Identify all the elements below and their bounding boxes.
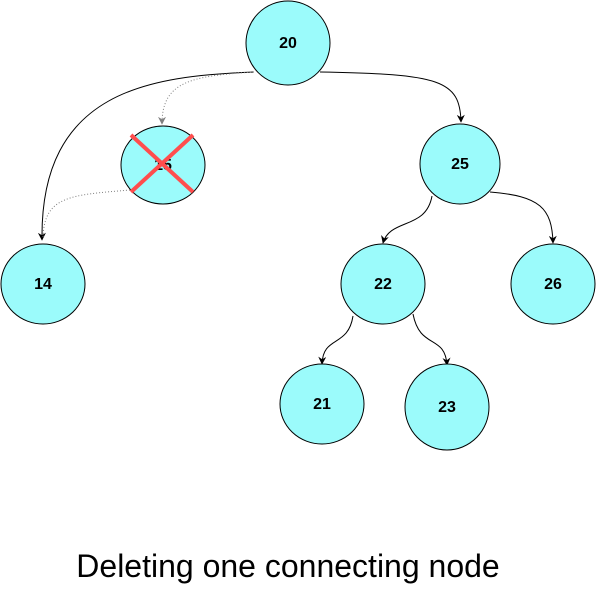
edge-25-26 [489, 191, 557, 244]
node-label: 23 [438, 399, 456, 416]
node-21: 21 [279, 363, 365, 445]
node-25: 25 [419, 123, 501, 205]
node-23: 23 [404, 363, 490, 451]
edge-22-23 [412, 313, 451, 366]
edge-20-15 [158, 71, 255, 125]
delete-cross-icon [129, 133, 195, 194]
node-26: 26 [510, 243, 596, 325]
node-label: 20 [279, 35, 297, 52]
edge-15-14 [42, 189, 131, 239]
edge-22-21 [318, 315, 354, 365]
node-22: 22 [340, 243, 426, 325]
node-15-deleted: 15 [120, 125, 206, 205]
edge-20-25 [319, 71, 465, 123]
edge-25-22 [381, 195, 433, 244]
node-20: 20 [245, 0, 331, 86]
edge-20-14 [37, 71, 255, 241]
node-label: 26 [544, 276, 562, 293]
node-label: 25 [451, 156, 469, 173]
diagram-caption: Deleting one connecting node [76, 548, 500, 584]
node-label: 14 [34, 276, 52, 293]
node-label: 22 [374, 276, 392, 293]
node-label: 21 [313, 396, 331, 413]
node-14: 14 [0, 243, 86, 325]
